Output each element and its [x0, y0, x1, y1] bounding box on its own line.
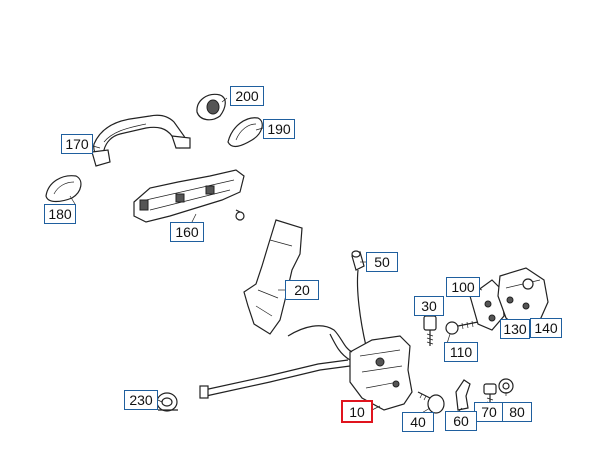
callout-100[interactable]: 100: [446, 277, 480, 297]
callout-200[interactable]: 200: [230, 86, 264, 106]
part-110-screw: [445, 320, 479, 335]
callout-230[interactable]: 230: [124, 390, 158, 410]
callout-70[interactable]: 70: [474, 402, 504, 422]
callout-50[interactable]: 50: [366, 252, 398, 272]
callout-20[interactable]: 20: [285, 280, 319, 300]
callout-170[interactable]: 170: [61, 134, 93, 154]
part-10-door-lock: [199, 325, 413, 411]
part-200-handle-cap: [196, 93, 226, 121]
callout-140[interactable]: 140: [530, 318, 562, 338]
callout-110[interactable]: 110: [444, 342, 478, 362]
callout-130[interactable]: 130: [500, 319, 530, 339]
callout-190[interactable]: 190: [263, 119, 295, 139]
part-40-screw: [417, 391, 445, 414]
callout-60[interactable]: 60: [445, 411, 477, 431]
callout-80[interactable]: 80: [502, 402, 532, 422]
part-30-bolt: [423, 315, 437, 346]
part-50-rod: [351, 250, 367, 347]
part-180-gasket: [45, 175, 82, 203]
part-20-cover: [243, 219, 303, 335]
callout-160[interactable]: 160: [170, 222, 204, 242]
callout-10-selected[interactable]: 10: [341, 400, 373, 423]
part-190-gasket: [227, 117, 263, 148]
callout-180[interactable]: 180: [44, 204, 76, 224]
part-170-outer-handle: [91, 114, 191, 167]
part-230-clip: [156, 392, 178, 412]
part-80-nut: [498, 378, 514, 394]
part-160-handle-carrier: [133, 169, 245, 223]
callout-30[interactable]: 30: [414, 296, 444, 316]
part-60-bracket: [455, 379, 471, 411]
callout-40[interactable]: 40: [402, 412, 434, 432]
